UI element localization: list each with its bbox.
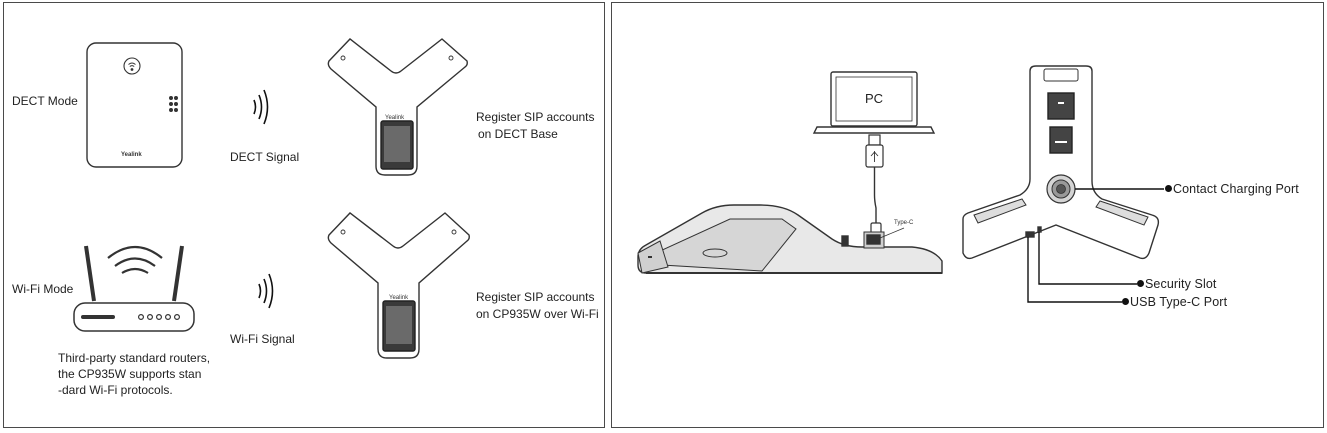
- dect-register-text-line2: on DECT Base: [478, 127, 558, 141]
- wifi-phone-brand: Yealink: [389, 295, 409, 301]
- callout-number-1: [1165, 185, 1172, 193]
- callout-label-1: Contact Charging Port: [1173, 182, 1299, 196]
- callout-number-2: [1137, 280, 1144, 288]
- laptop-illustration: [812, 71, 936, 134]
- dect-base-illustration: [86, 42, 183, 168]
- callout-usb-type-c-port: USB Type-C Port: [1122, 295, 1227, 309]
- wifi-register-text-line2: on CP935W over Wi-Fi: [476, 307, 599, 321]
- wifi-mode-label: Wi-Fi Mode: [12, 282, 74, 296]
- dect-mode-label: DECT Mode: [12, 94, 78, 108]
- router-note-line2: the CP935W supports stan: [58, 367, 202, 381]
- ports-panel: PC Type-C Contact Charging Port Security…: [611, 2, 1324, 428]
- callout-contact-charging-port: Contact Charging Port: [1165, 182, 1299, 196]
- left-panel-illustrations: [73, 38, 470, 359]
- wifi-signal-label: Wi-Fi Signal: [230, 332, 295, 346]
- usb-cable-illustration: [865, 134, 884, 238]
- dect-base-brand-logo: Yealink: [121, 152, 142, 158]
- router-note-line1: Third-party standard routers,: [58, 351, 211, 365]
- type-c-port-label: Type-C: [894, 220, 914, 226]
- wifi-signal-icon: [258, 273, 274, 309]
- callout-lines: [1027, 188, 1164, 303]
- conference-phone-dect-illustration: [327, 38, 468, 176]
- conference-phone-wifi-illustration: [327, 212, 470, 359]
- dect-register-text-line1: Register SIP accounts: [476, 110, 595, 124]
- connection-modes-panel: DECT Mode Yealink DECT Signal Yealink Re…: [3, 2, 605, 428]
- wifi-router-illustration: [73, 245, 195, 332]
- callout-label-3: USB Type-C Port: [1130, 295, 1228, 309]
- callout-label-2: Security Slot: [1145, 277, 1217, 291]
- callout-security-slot: Security Slot: [1137, 277, 1216, 291]
- right-panel-illustrations: [637, 65, 1164, 303]
- router-note-line3: -dard Wi-Fi protocols.: [58, 383, 173, 397]
- dect-signal-label: DECT Signal: [230, 150, 300, 164]
- dect-signal-icon: [253, 89, 269, 125]
- callout-number-3: [1122, 298, 1129, 306]
- conference-phone-bottom-illustration: [962, 65, 1160, 260]
- laptop-pc-label: PC: [865, 91, 884, 106]
- wifi-register-text-line1: Register SIP accounts: [476, 290, 595, 304]
- conference-phone-side-illustration: [637, 204, 943, 274]
- dect-phone-brand: Yealink: [385, 115, 405, 121]
